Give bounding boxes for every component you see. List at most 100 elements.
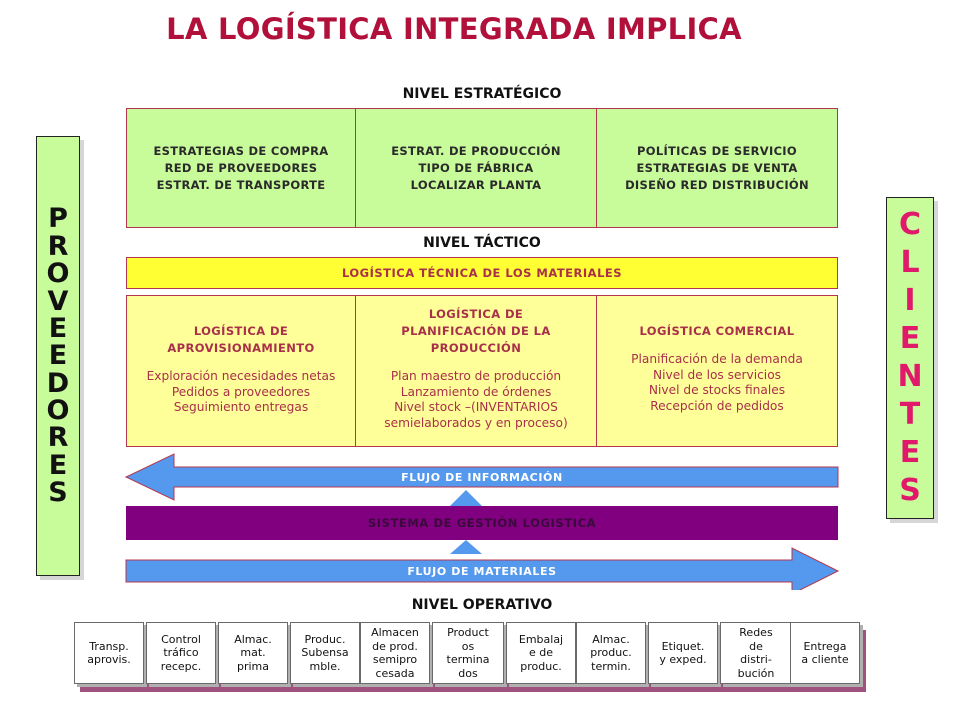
operational-line: e de (528, 646, 553, 660)
tactical-line: Nivel de los servicios (653, 367, 781, 382)
operational-line: bución (737, 666, 775, 680)
letter: T (899, 397, 921, 432)
tactical-line: Pedidos a proveedores (171, 384, 311, 399)
tactical-line: semielaborados y en proceso) (384, 415, 568, 430)
operational-line: termin. (591, 659, 631, 673)
letter: V (47, 285, 69, 317)
operational-line: Control (161, 632, 201, 646)
operational-line: Transp. (89, 639, 129, 653)
tactical-heading-line: PRODUCCIÓN (430, 341, 522, 355)
tactical-line: Nivel stock –(INVENTARIOS (394, 400, 558, 414)
flows-graphic (124, 453, 840, 590)
letter: E (48, 340, 68, 372)
information-flow-arrow (124, 453, 839, 501)
strategic-line: LOCALIZAR PLANTA (410, 177, 542, 192)
letter: L (900, 245, 920, 280)
operational-line: Product (447, 626, 489, 639)
letter: C (898, 207, 922, 242)
operational-line: mble. (309, 659, 341, 673)
letter: S (899, 473, 921, 508)
tactical-box: LOGÍSTICA COMERCIAL Planificación de la d… (596, 295, 838, 447)
info-connector-arrow (450, 490, 482, 506)
letter: E (48, 312, 68, 344)
operational-line: y exped. (659, 653, 707, 666)
strategic-line: ESTRAT. DE PRODUCCIÓN (391, 143, 561, 158)
tactical-line: Exploración necesidades netas (146, 369, 336, 383)
operational-line: distri- (740, 653, 772, 666)
operational-line: Almac. (234, 632, 272, 646)
tactical-heading-line: LOGÍSTICA DE (428, 307, 524, 321)
level-strategic-label: NIVEL ESTRATÉGICO (402, 86, 562, 102)
level-tactical-label: NIVEL TÁCTICO (423, 235, 541, 251)
operational-line: de prod. (372, 639, 418, 653)
operational-line: cesada (375, 666, 415, 680)
letter: P (48, 203, 68, 235)
letter: R (47, 422, 69, 454)
level-operational-label: NIVEL OPERATIVO (411, 597, 553, 613)
logistics-system-bar: SISTEMA DE GESTIÓN LOGISTICA (126, 506, 838, 540)
letter: O (46, 395, 70, 427)
operational-line: Etiquet. (661, 639, 705, 653)
operational-line: de (749, 639, 763, 653)
operational-line: mat. (240, 646, 266, 660)
letter: R (47, 230, 69, 262)
strategic-line: TIPO DE FÁBRICA (418, 160, 534, 175)
operational-line: Embalaj (518, 632, 564, 646)
strategic-box: ESTRAT. DE PRODUCCIÓN TIPO DE FÁBRICA LOCA… (355, 108, 597, 228)
strategic-line: ESTRATEGIAS DE VENTA (636, 160, 798, 175)
strategic-line: POLÍTICAS DE SERVICIO (637, 143, 797, 158)
tactical-heading-line: PLANIFICACIÓN DE LA (401, 324, 551, 338)
operational-line: produc. (520, 659, 562, 673)
operational-line: Redes (739, 626, 773, 639)
operational-box: Transp.aprovis. (74, 622, 144, 684)
operational-line: recepc. (160, 659, 202, 673)
operational-line: tráfico (163, 646, 199, 660)
operational-line: prima (236, 659, 270, 673)
tactical-line: Recepción de pedidos (650, 398, 784, 413)
tactical-heading-line: LOGÍSTICA DE (193, 324, 289, 338)
operational-line: Almacen (371, 626, 419, 639)
tactical-line: Lanzamiento de órdenes (400, 384, 552, 399)
letter: S (48, 477, 68, 509)
operational-line: Almac. (592, 632, 630, 646)
operational-box-text: Almac.mat.prima (234, 633, 272, 674)
operational-line: os (461, 639, 475, 653)
materials-flow-label: FLUJO DE MATERIALES (407, 565, 557, 578)
operational-line: dos (458, 666, 478, 680)
strategic-line: DISEÑO RED DISTRIBUCIÓN (625, 177, 809, 192)
tactical-heading-line: LOGÍSTICA COMERCIAL (639, 324, 795, 338)
tactical-heading: LOGÍSTICA DE PLANIFICACIÓN DE LA PRODUCCIÓ… (356, 306, 596, 357)
tactical-line: Nivel de stocks finales (648, 383, 786, 397)
operational-box-text: Almac.produc.termin. (590, 633, 632, 674)
letter: E (899, 435, 921, 470)
operational-box: Etiquet.y exped. (648, 622, 718, 684)
tactical-line: Seguimiento entregas (173, 400, 309, 414)
tactical-line: Plan maestro de producción (390, 369, 562, 383)
materials-flow-arrow (125, 547, 840, 590)
operational-line: semipro (372, 653, 418, 666)
tactical-heading: LOGÍSTICA COMERCIAL (597, 323, 837, 340)
strategic-line: ESTRATEGIAS DE COMPRA (153, 143, 329, 158)
letter: D (46, 367, 70, 399)
operational-line: a cliente (801, 653, 849, 666)
operational-line: aprovis. (87, 653, 131, 666)
letter: E (899, 321, 921, 356)
operational-line: Entrega (803, 639, 847, 653)
